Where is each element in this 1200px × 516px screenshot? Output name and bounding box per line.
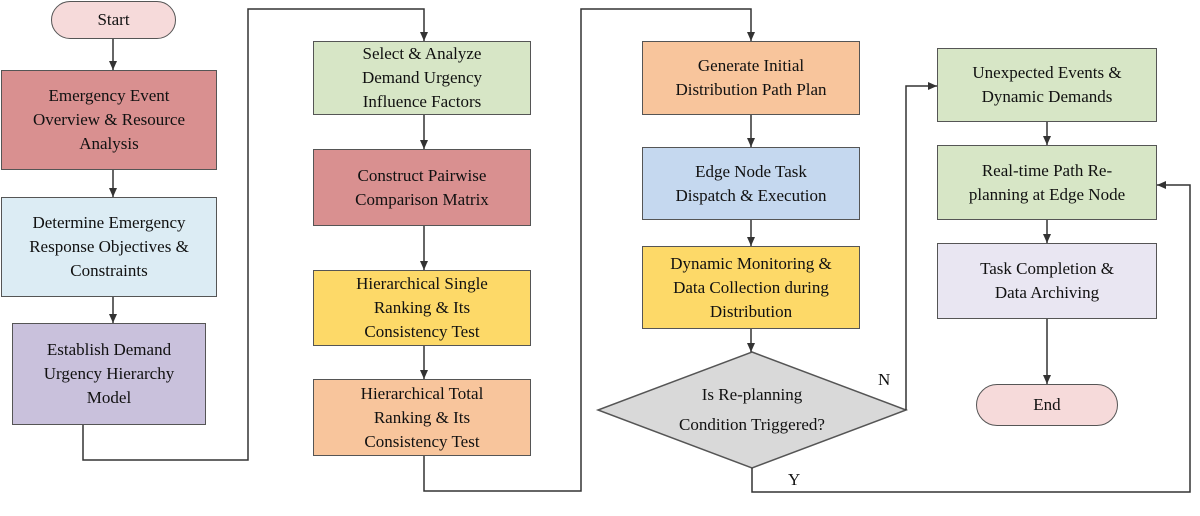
unexpected-events-line-2: Dynamic Demands — [981, 87, 1113, 106]
initial-path-plan-line-2: Distribution Path Plan — [675, 80, 827, 99]
task-dispatch-line-1: Edge Node Task — [695, 161, 807, 181]
emergency-overview-line-3: Analysis — [79, 134, 139, 153]
response-objectives-box: Determine Emergency Response Objectives … — [1, 197, 217, 297]
task-completion-line-2: Data Archiving — [994, 283, 1100, 302]
decision-text: Is Re-planning Condition Triggered? — [640, 380, 864, 440]
yes-branch-label: Y — [788, 470, 801, 489]
path-replanning-line-2: planning at Edge Node — [968, 184, 1126, 204]
connector-yes-branch — [751, 181, 1191, 493]
response-objectives-line-1: Determine Emergency — [32, 213, 186, 232]
comparison-matrix-line-2: Comparison Matrix — [355, 189, 489, 209]
response-objectives-line-2: Response Objectives & — [29, 237, 189, 256]
comparison-matrix-line-1: Construct Pairwise — [357, 165, 487, 185]
emergency-overview-line-1: Emergency Event — [48, 86, 170, 105]
dynamic-monitoring-box: Dynamic Monitoring & Data Collection dur… — [642, 246, 860, 329]
total-ranking-line-1: Hierarchical Total — [360, 383, 484, 403]
total-ranking-line-3: Consistency Test — [364, 431, 480, 451]
end-terminal: End — [976, 384, 1118, 426]
task-completion-line-1: Task Completion & — [980, 259, 1114, 278]
initial-path-plan-box: Generate Initial Distribution Path Plan — [642, 41, 860, 115]
influence-factors-box: Select & Analyze Demand Urgency Influenc… — [313, 41, 531, 115]
connector-col2-to-col3 — [423, 8, 755, 492]
start-terminal: Start — [51, 1, 176, 39]
hierarchy-model-line-2: Urgency Hierarchy — [43, 364, 175, 383]
response-objectives-line-3: Constraints — [70, 261, 148, 280]
hierarchy-model-line-1: Establish Demand — [46, 340, 172, 359]
end-label: End — [1033, 395, 1061, 414]
connector-no-branch — [905, 82, 937, 410]
dynamic-monitoring-line-1: Dynamic Monitoring & — [670, 253, 832, 273]
influence-factors-line-2: Demand Urgency — [361, 68, 483, 87]
decision-line-2: Condition Triggered? — [679, 415, 825, 434]
unexpected-events-box: Unexpected Events & Dynamic Demands — [937, 48, 1157, 122]
path-replanning-line-1: Real-time Path Re- — [981, 160, 1113, 180]
unexpected-events-line-1: Unexpected Events & — [972, 63, 1122, 82]
connector-col1-to-col2 — [82, 8, 428, 461]
task-dispatch-box: Edge Node Task Dispatch & Execution — [642, 147, 860, 220]
start-label: Start — [97, 10, 130, 29]
total-ranking-line-2: Ranking & Its — [373, 407, 471, 427]
no-branch-label: N — [878, 370, 891, 389]
task-dispatch-line-2: Dispatch & Execution — [675, 185, 827, 205]
single-ranking-line-3: Consistency Test — [364, 322, 480, 341]
emergency-overview-box: Emergency Event Overview & Resource Anal… — [1, 70, 217, 170]
task-completion-box: Task Completion & Data Archiving — [937, 243, 1157, 319]
emergency-overview-line-2: Overview & Resource — [32, 110, 185, 129]
dynamic-monitoring-line-2: Data Collection during — [673, 277, 829, 297]
dynamic-monitoring-line-3: Distribution — [709, 301, 793, 321]
path-replanning-box: Real-time Path Re- planning at Edge Node — [937, 145, 1157, 220]
comparison-matrix-box: Construct Pairwise Comparison Matrix — [313, 149, 531, 226]
initial-path-plan-line-1: Generate Initial — [697, 56, 805, 75]
hierarchy-model-box: Establish Demand Urgency Hierarchy Model — [12, 323, 206, 425]
hierarchy-model-line-3: Model — [86, 388, 132, 407]
total-ranking-box: Hierarchical Total Ranking & Its Consist… — [313, 379, 531, 456]
influence-factors-line-1: Select & Analyze — [362, 44, 482, 63]
single-ranking-line-1: Hierarchical Single — [356, 274, 488, 293]
influence-factors-line-3: Influence Factors — [362, 92, 482, 111]
single-ranking-box: Hierarchical Single Ranking & Its Consis… — [313, 270, 531, 346]
single-ranking-line-2: Ranking & Its — [373, 298, 471, 317]
decision-line-1: Is Re-planning — [701, 385, 803, 404]
